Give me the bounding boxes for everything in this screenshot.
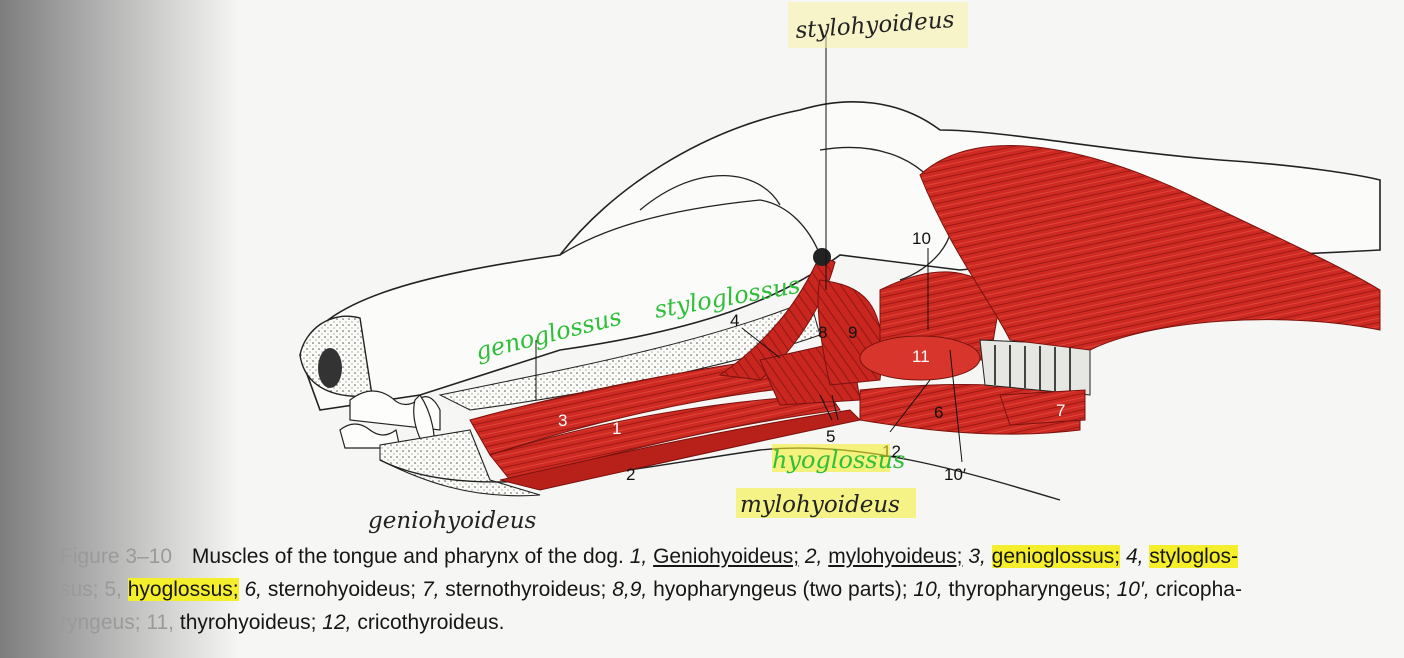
highlight-mylohyoideus [736,488,916,518]
figure-caption: Figure 3–10 Muscles of the tongue and ph… [60,540,1380,639]
caption-item-name: styloglos- [1149,545,1238,568]
caption-item-name: thyrohyoideus; [179,611,317,634]
label-3: 3 [558,411,567,430]
leader-lines [535,30,963,463]
caption-item-num: 1, [629,545,648,568]
label-6: 6 [934,403,943,422]
caption-item-name: thyropharyngeus; [948,578,1111,601]
highlight-hyoglossus [772,444,890,472]
caption-item-num: 10′, [1116,578,1150,601]
caption-item-num: 8,9, [612,578,648,601]
caption-item-num: 12, [322,611,352,634]
figure-number: Figure 3–10 [60,545,173,568]
caption-item-name: hyopharyngeus (two parts); [653,578,908,601]
caption-item-num: sus; 5, [60,578,122,601]
caption-item-num: ryngeus; 11, [60,611,175,634]
label-10-prime: 10′ [944,465,966,484]
caption-item-name: mylohyoideus; [828,545,963,568]
handwritten-geniohyoideus: geniohyoideus [368,508,537,534]
sternothyroideus-muscle [999,389,1086,426]
caption-item-num: 2, [804,545,823,568]
orbit-line [639,174,781,211]
label-1: 1 [612,419,621,438]
caption-title: Muscles of the tongue and pharynx of the… [191,545,624,568]
caption-item-name: sternothyroideus; [445,578,607,601]
zygomatic-arch-line [559,199,821,256]
caption-item-num: 7, [421,578,440,601]
label-7: 7 [1056,401,1065,420]
caption-item-num: 3, [968,545,986,568]
label-4: 4 [730,311,739,330]
handwritten-mylohyoideus: mylohyoideus [740,492,900,518]
caption-item-num: 6, [244,578,262,601]
label-11: 11 [912,347,930,366]
stylohyoid-bone [813,248,831,266]
trachea-rings [994,345,1071,393]
caption-item-num: 10, [913,578,943,601]
page-gutter-shadow [0,0,240,658]
caption-item-num: 4, [1125,545,1144,568]
caption-item-name: genioglossus; [991,545,1121,568]
label-2: 2 [626,465,635,484]
label-5: 5 [826,427,835,446]
caption-item-name: sternohyoideus; [267,578,417,601]
caption-item-name: Geniohyoideus; [653,545,800,568]
nostril [318,348,342,388]
handwritten-hyoglossus: hyoglossus [772,446,905,474]
caption-item-name: cricothyroideus. [357,611,505,634]
neck-muscles [919,145,1381,351]
lower-teeth [339,423,401,449]
label-8: 8 [818,323,827,342]
caption-item-name: cricopha- [1155,578,1242,601]
mandible-outline [379,447,1061,501]
thyrohyoideus-muscle [859,335,981,381]
label-9: 9 [848,323,857,342]
label-10: 10 [912,229,931,248]
caption-item-name: hyoglossus; [127,578,239,601]
highlight-stylohyoideus [788,2,968,48]
dog-head-illustration: 1 2 3 4 5 6 7 8 9 10 10′ 11 12 stylohyoi… [299,2,1381,534]
